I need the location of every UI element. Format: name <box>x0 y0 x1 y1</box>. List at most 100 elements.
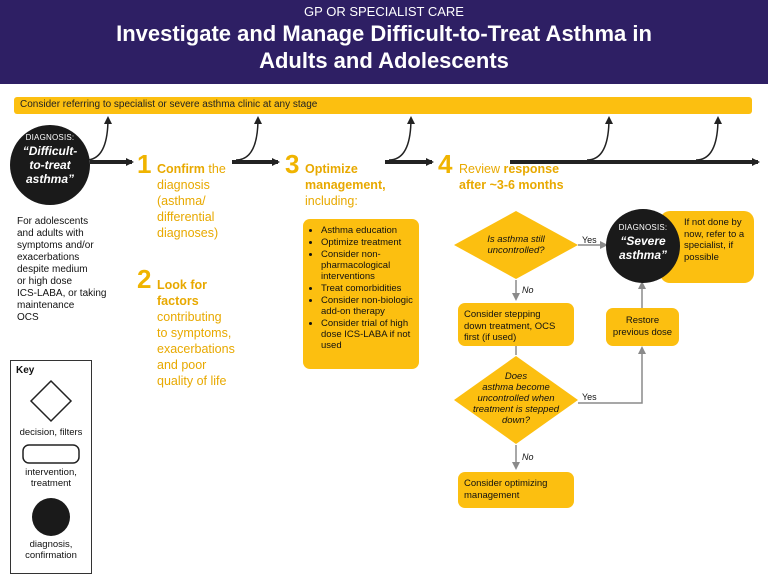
stepdown-box: Consider stepping down treatment, OCS fi… <box>458 303 574 346</box>
step-2-text: Look for factors contributing to symptom… <box>157 277 235 389</box>
title-line-1: Investigate and Manage Difficult-to-Trea… <box>116 21 652 46</box>
key-diagnosis-line: diagnosis, <box>29 539 73 550</box>
step-3-line: including: <box>305 194 358 208</box>
key-intervention-line: intervention, <box>25 467 77 478</box>
decision-2-line: uncontrolled when <box>477 393 555 404</box>
header-subtitle: GP OR SPECIALIST CARE <box>304 4 464 19</box>
population-line: For adolescents <box>17 216 89 227</box>
legend-key: Key decision, filters intervention, trea… <box>10 360 92 574</box>
step-4-bold: response <box>500 162 560 176</box>
step-1-text: Confirm the diagnosis (asthma/ different… <box>157 161 226 241</box>
referral-curve-4 <box>586 116 613 161</box>
stepdown-line: Consider stepping <box>464 309 541 320</box>
refer-specialist-line: now, refer to a <box>684 228 745 240</box>
decision-1-line: uncontrolled? <box>487 245 545 256</box>
step-1-line: (asthma/ <box>157 194 206 208</box>
severe-diagnosis-text: “Severe asthma” <box>606 234 680 262</box>
optimizing-box: Consider optimizing management <box>458 472 574 508</box>
step-2-line: quality of life <box>157 374 227 388</box>
header-banner <box>0 0 768 84</box>
step-1-number: 1 <box>137 149 152 179</box>
step-2-line: and poor <box>157 358 207 372</box>
page-title: Investigate and Manage Difficult-to-Trea… <box>0 20 768 74</box>
severe-line-1: “Severe <box>620 234 666 248</box>
key-circle-icon <box>32 498 70 536</box>
decision-diamond-2 <box>454 356 578 444</box>
key-diagnosis-line: confirmation <box>25 550 77 561</box>
title-line-2: Adults and Adolescents <box>259 48 509 73</box>
referral-curve-5 <box>695 116 722 161</box>
diagnosis-difficult-circle: DIAGNOSIS: “Difficult- to-treat asthma” <box>10 125 90 205</box>
key-rounded-rect-icon <box>22 444 80 464</box>
population-line: despite medium <box>17 264 88 275</box>
step-2-bold: factors <box>157 294 199 308</box>
step-3-intervention-box: Asthma education Optimize treatment Cons… <box>303 219 419 369</box>
edge-label-no-1: No <box>522 285 534 295</box>
yes-arrow-2 <box>578 346 646 404</box>
step-3-item: Consider trial of high dose ICS-LABA if … <box>321 318 415 351</box>
step-3-item: Optimize treatment <box>321 237 415 248</box>
step-2-line: contributing <box>157 310 222 324</box>
restore-dose-box: Restore previous dose <box>606 308 679 346</box>
step-2-line: to symptoms, <box>157 326 232 340</box>
diagnosis-label: DIAGNOSIS: <box>25 133 75 142</box>
key-intervention-label: intervention, treatment <box>11 467 91 489</box>
severe-line-2: asthma” <box>618 248 668 262</box>
step-3-item: Consider non-biologic add-on therapy <box>321 295 415 317</box>
refer-specialist-line: specialist, if <box>684 240 734 251</box>
edge-label-yes-2: Yes <box>582 392 597 402</box>
population-line: maintenance <box>17 300 75 311</box>
population-text: For adolescents and adults with symptoms… <box>17 216 106 324</box>
restore-line: previous dose <box>612 326 673 338</box>
key-title: Key <box>16 365 35 376</box>
decision-2-text: Does asthma become uncontrolled when tre… <box>456 371 576 426</box>
diagnosis-line-3: asthma” <box>25 172 75 186</box>
key-shapes <box>22 379 80 536</box>
population-line: ICS-LABA, or taking <box>17 288 107 299</box>
stepdown-line: first (if used) <box>464 332 517 343</box>
step-1-bold: Confirm <box>157 162 205 176</box>
decision-2-line: down? <box>502 415 530 426</box>
step-4-text: Review response after ~3-6 months <box>459 161 564 193</box>
step-3-text: Optimize management, including: <box>305 161 386 209</box>
edge-label-no-2: No <box>522 452 534 462</box>
restore-line: Restore <box>625 315 660 326</box>
decision-1-text: Is asthma still uncontrolled? <box>466 234 566 256</box>
optimizing-line: Consider optimizing <box>464 478 548 489</box>
step-1-line: diagnosis <box>157 178 210 192</box>
step-2-number: 2 <box>137 264 152 294</box>
step-1-line: diagnoses) <box>157 226 219 240</box>
step-1-line: differential <box>157 210 215 224</box>
decision-2-line: treatment is stepped <box>472 404 560 415</box>
population-line: and adults with <box>17 228 84 239</box>
decision-2-line: Does <box>504 371 528 382</box>
key-diagnosis-label: diagnosis, confirmation <box>11 539 91 561</box>
edge-label-yes-1: Yes <box>582 235 597 245</box>
step-3-item: Treat comorbidities <box>321 283 415 294</box>
step-3-item: Consider non-pharmacological interventio… <box>321 249 415 282</box>
key-intervention-line: treatment <box>30 478 72 489</box>
step-3-bold: Optimize <box>305 162 358 176</box>
step-2-bold: Look for <box>157 278 207 292</box>
diagnosis-line-1: “Difficult- <box>22 144 78 158</box>
diagnosis-difficult-text: “Difficult- to-treat asthma” <box>10 144 90 186</box>
population-line: symptoms and/or <box>17 240 94 251</box>
optimizing-line: management <box>464 489 520 501</box>
decision-diamond-1 <box>454 211 578 279</box>
refer-specialist-line: possible <box>684 251 719 263</box>
key-diamond-icon <box>29 379 73 423</box>
decision-2-line: asthma become <box>482 382 550 393</box>
diagnosis-severe-circle: DIAGNOSIS: “Severe asthma” <box>606 209 680 283</box>
step-3-item: Asthma education <box>321 225 415 236</box>
referral-curve-2 <box>235 116 262 161</box>
step-4-plain: Review <box>459 162 500 176</box>
step-3-bold: management, <box>305 178 386 192</box>
refer-banner-text: Consider referring to specialist or seve… <box>20 99 318 110</box>
step-1-rest: the <box>204 162 226 176</box>
severe-diagnosis-label: DIAGNOSIS: <box>618 223 668 232</box>
population-line: exacerbations <box>17 252 80 263</box>
step-3-number: 3 <box>285 149 300 179</box>
step-2-line: exacerbations <box>157 342 235 356</box>
stepdown-line: down treatment, OCS <box>464 320 556 332</box>
